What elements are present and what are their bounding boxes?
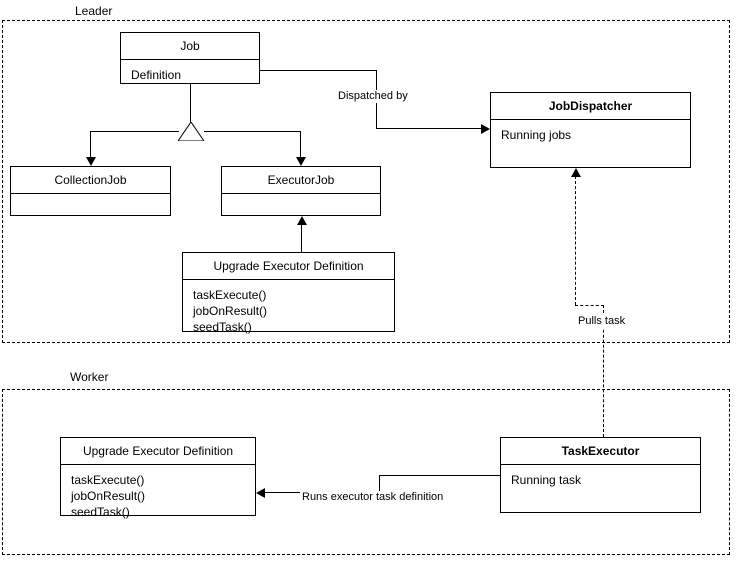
class-title-worker-upgrade-executor-definition: Upgrade Executor Definition bbox=[61, 438, 255, 465]
generalization-drop-collectionjob bbox=[90, 131, 91, 158]
group-label-worker: Worker bbox=[70, 370, 109, 384]
class-box-jobdispatcher[interactable]: JobDispatcher Running jobs bbox=[490, 92, 691, 168]
class-body-executorjob bbox=[222, 194, 380, 215]
arrowhead-executorjob bbox=[296, 157, 306, 166]
class-member: Running task bbox=[511, 473, 582, 487]
class-title-jobdispatcher: JobDispatcher bbox=[491, 93, 690, 120]
class-title-taskexecutor: TaskExecutor bbox=[501, 438, 700, 465]
class-title-collectionjob: CollectionJob bbox=[11, 167, 170, 194]
pulls-task-segment-jog bbox=[575, 305, 604, 306]
class-title-executorjob: ExecutorJob bbox=[222, 167, 380, 194]
class-title-job: Job bbox=[121, 33, 259, 60]
class-member: taskExecute() bbox=[71, 473, 145, 487]
class-box-leader-upgrade-executor-definition[interactable]: Upgrade Executor Definition taskExecute(… bbox=[182, 252, 395, 334]
generalization-bar-right bbox=[204, 131, 301, 132]
arrowhead-pulls-task bbox=[571, 168, 581, 177]
edge-label-pulls-task: Pulls task bbox=[576, 315, 628, 328]
generalization-drop-executorjob bbox=[300, 131, 301, 158]
implements-link-line bbox=[301, 225, 302, 252]
class-member: seedTask() bbox=[71, 505, 130, 519]
class-member: taskExecute() bbox=[193, 288, 267, 302]
group-label-leader: Leader bbox=[75, 4, 113, 18]
class-body-jobdispatcher: Running jobs bbox=[491, 120, 690, 167]
class-member: Definition bbox=[131, 68, 182, 82]
dispatched-by-segment-bottom bbox=[376, 128, 483, 129]
class-body-collectionjob bbox=[11, 194, 170, 215]
class-member: seedTask() bbox=[193, 320, 252, 334]
class-member: Running jobs bbox=[501, 128, 572, 142]
group-box-worker bbox=[2, 389, 730, 555]
arrowhead-implements-executorjob bbox=[297, 216, 307, 225]
class-body-leader-upgrade-executor-definition: taskExecute() jobOnResult() seedTask() bbox=[183, 280, 394, 339]
arrowhead-worker-upgrade-definition bbox=[256, 488, 265, 498]
class-box-executorjob[interactable]: ExecutorJob bbox=[221, 166, 381, 216]
arrowhead-collectionjob bbox=[86, 157, 96, 166]
class-member: jobOnResult() bbox=[71, 489, 146, 503]
class-body-job: Definition bbox=[121, 60, 259, 87]
dispatched-by-segment-top bbox=[260, 70, 377, 71]
class-member: jobOnResult() bbox=[193, 304, 268, 318]
class-body-taskexecutor: Running task bbox=[501, 465, 700, 512]
class-box-collectionjob[interactable]: CollectionJob bbox=[10, 166, 171, 216]
edge-label-dispatched-by: Dispatched by bbox=[336, 90, 410, 103]
pulls-task-segment-lower bbox=[603, 305, 604, 437]
class-title-leader-upgrade-executor-definition: Upgrade Executor Definition bbox=[183, 253, 394, 280]
class-box-worker-upgrade-executor-definition[interactable]: Upgrade Executor Definition taskExecute(… bbox=[60, 437, 256, 519]
generalization-bar-left bbox=[90, 131, 179, 132]
class-box-job[interactable]: Job Definition bbox=[120, 32, 260, 84]
edge-label-runs-executor-task-definition: Runs executor task definition bbox=[300, 491, 446, 504]
runs-executor-segment-vertical bbox=[379, 475, 380, 493]
class-box-taskexecutor[interactable]: TaskExecutor Running task bbox=[500, 437, 701, 513]
runs-executor-segment-right bbox=[379, 475, 501, 476]
class-body-worker-upgrade-executor-definition: taskExecute() jobOnResult() seedTask() bbox=[61, 465, 255, 524]
generalization-triangle-icon bbox=[177, 121, 205, 142]
arrowhead-jobdispatcher bbox=[481, 124, 490, 134]
group-box-leader bbox=[2, 20, 730, 343]
generalization-trunk-line bbox=[190, 84, 191, 122]
pulls-task-segment-upper bbox=[575, 176, 576, 305]
